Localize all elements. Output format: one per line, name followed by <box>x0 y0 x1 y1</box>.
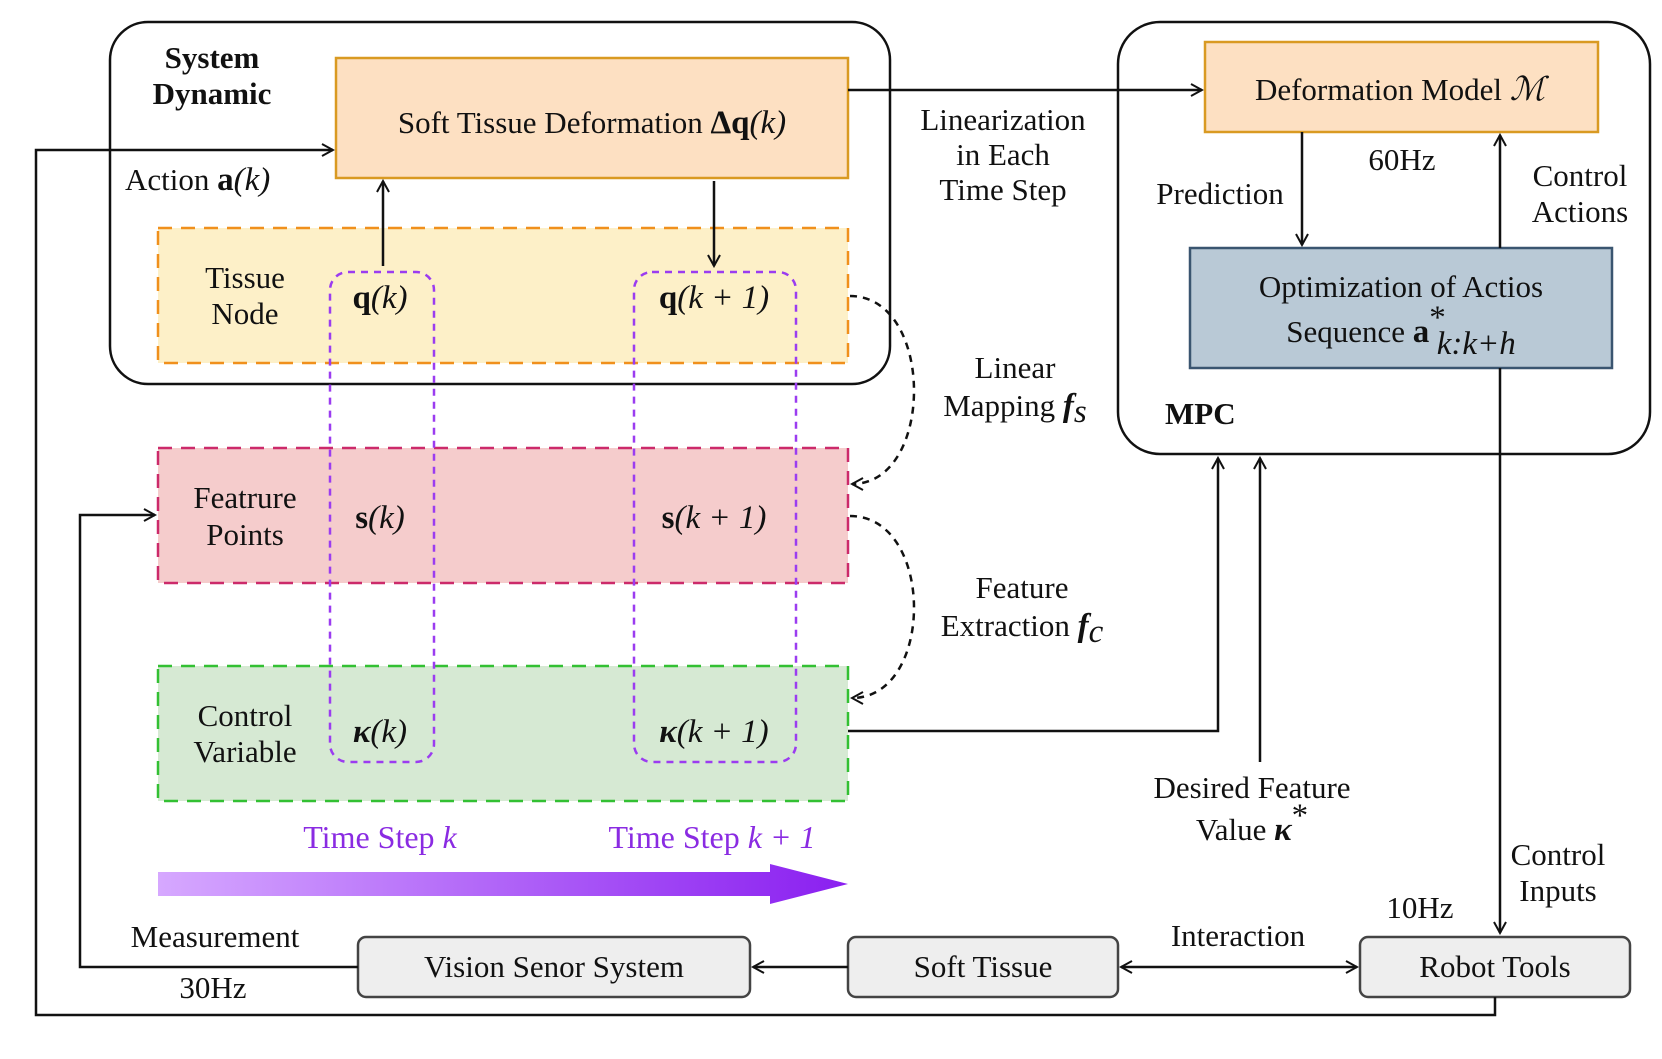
kappa-k: κ(k) <box>353 714 407 750</box>
robot-tools-label: Robot Tools <box>1419 949 1570 984</box>
soft-tissue-label: Soft Tissue <box>914 949 1053 984</box>
measurement-label: Measurement <box>131 919 300 954</box>
deformation-label: Soft Tissue Deformation Δq(k) <box>398 105 786 141</box>
action-feedback-arrow <box>34 150 1497 1017</box>
tissue-label-line2: Node <box>211 296 278 331</box>
control-label-line1: Control <box>198 698 293 733</box>
interaction-label: Interaction <box>1171 918 1306 953</box>
feature-label-line2: Points <box>206 517 284 552</box>
q-k1: q(k + 1) <box>659 280 769 316</box>
feature-extraction-line2: Extraction fc <box>941 608 1104 650</box>
linear-mapping-line2: Mapping fs <box>943 388 1087 430</box>
time-step-k-column <box>328 270 436 764</box>
control-label-line2: Variable <box>193 734 296 769</box>
prediction-label: Prediction <box>1156 176 1284 211</box>
desired-line2: Value κ* <box>1196 798 1308 848</box>
time-step-k1-column <box>632 270 798 764</box>
linear-mapping-line1: Linear <box>975 350 1057 385</box>
soft-tissue-deformation-box <box>334 56 850 180</box>
q-k: q(k) <box>353 280 408 316</box>
time-step-k-label: Time Step k <box>303 819 457 855</box>
mpc-container <box>1116 20 1652 456</box>
control-actions-line1: Control <box>1533 158 1628 193</box>
linearization-line3: Time Step <box>939 172 1066 207</box>
control-variable-to-mpc-arrow <box>848 458 1218 733</box>
deformation-model-label: Deformation Model ℳ <box>1255 72 1550 108</box>
s-k1: s(k + 1) <box>662 500 767 536</box>
rate-10hz: 10Hz <box>1386 890 1453 925</box>
system-title-line2: Dynamic <box>153 76 272 111</box>
rate-30hz: 30Hz <box>179 970 246 1005</box>
rate-60hz: 60Hz <box>1368 142 1435 177</box>
control-inputs-line1: Control <box>1511 837 1606 872</box>
measurement-arrow <box>78 515 358 969</box>
system-title-line1: System <box>165 40 260 75</box>
kappa-k1: κ(k + 1) <box>659 714 768 750</box>
feature-points-band <box>156 446 850 585</box>
control-variable-band <box>156 664 850 803</box>
feature-label-line1: Featrure <box>193 480 296 515</box>
linearization-line1: Linearization <box>920 102 1086 137</box>
time-step-k1-label: Time Step k + 1 <box>608 819 815 855</box>
desired-line1: Desired Feature <box>1153 770 1350 805</box>
system-dynamic-container <box>108 20 892 386</box>
optimization-line1: Optimization of Actios <box>1259 269 1543 304</box>
optimization-line2: Sequence a*k:k+h <box>1286 300 1516 362</box>
deformation-model-box <box>1203 40 1600 134</box>
linear-mapping-arrow <box>850 294 916 484</box>
tissue-node-band <box>156 226 850 365</box>
optimization-box <box>1188 246 1614 370</box>
tissue-label-line1: Tissue <box>205 260 285 295</box>
time-progress-arrow <box>158 864 848 904</box>
control-inputs-line2: Inputs <box>1519 873 1597 908</box>
vision-sensor-label: Vision Senor System <box>424 949 684 984</box>
linearization-line2: in Each <box>956 137 1050 172</box>
s-k: s(k) <box>355 500 404 536</box>
action-label: Action a(k) <box>125 162 270 198</box>
feature-extraction-line1: Feature <box>976 570 1069 605</box>
mpc-title: MPC <box>1165 396 1236 431</box>
control-actions-line2: Actions <box>1532 194 1628 229</box>
feature-extraction-arrow <box>850 514 916 698</box>
